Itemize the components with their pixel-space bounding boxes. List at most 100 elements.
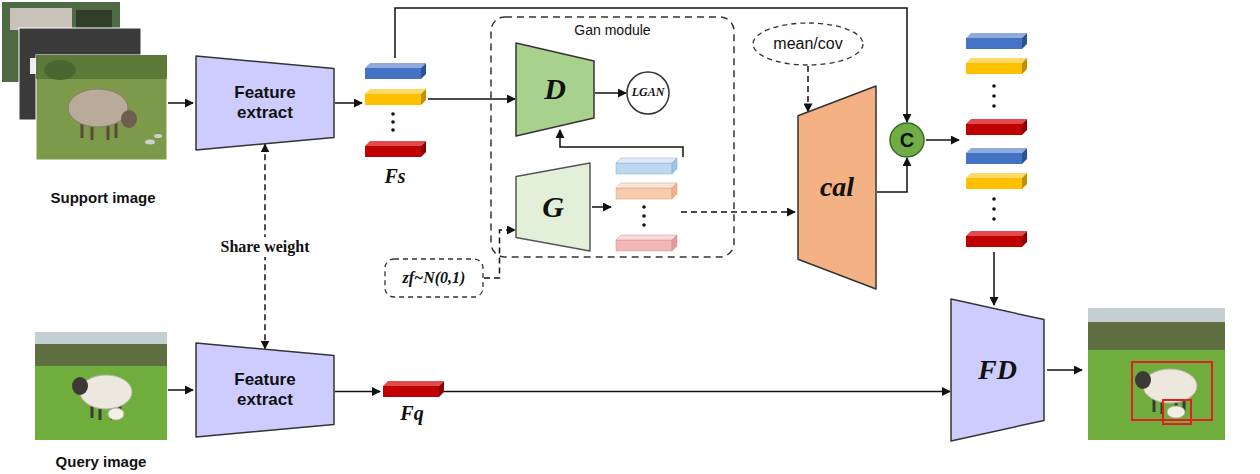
detector: FD	[950, 298, 1045, 442]
bar-top	[365, 141, 426, 146]
bar-side	[672, 158, 677, 174]
ellipsis-dot	[642, 205, 646, 209]
bar-top	[966, 33, 1027, 38]
dashed-connector	[484, 230, 515, 278]
bar-top	[383, 381, 444, 386]
bar-top	[616, 183, 677, 188]
generator: G	[515, 162, 591, 252]
photo-building	[10, 8, 72, 30]
bar-front	[365, 68, 421, 79]
trapezoid-outline	[516, 163, 590, 251]
edge-label-holder: Share weight	[217, 237, 312, 257]
bar-front	[383, 386, 439, 397]
detection-box	[1163, 400, 1191, 424]
bar-front	[616, 163, 672, 174]
photo-sky	[35, 332, 167, 344]
bar-top	[966, 148, 1027, 153]
input-arrow	[168, 389, 193, 391]
connector-arrow	[428, 98, 515, 100]
photo-sky	[1088, 308, 1225, 322]
fake-feature-arrow	[560, 130, 683, 157]
connector-arrow	[444, 391, 950, 393]
caption-holder: Support image	[50, 189, 155, 206]
discriminator: D	[515, 42, 595, 137]
bar-front	[616, 240, 672, 251]
sheep-body	[68, 89, 128, 127]
circle-outline	[627, 72, 669, 114]
loss-circle: LGAN	[626, 71, 670, 115]
node-label: Fs	[384, 165, 405, 188]
bar-front	[616, 188, 672, 199]
sheep-body	[1143, 369, 1197, 403]
node-label: zf~N(0,1)	[403, 269, 466, 287]
dashed-ellipse-outline	[753, 23, 863, 65]
bar-top	[616, 158, 677, 163]
bar-side	[421, 89, 426, 105]
statistics-ellipse: mean/cov	[752, 22, 864, 66]
bar-front	[966, 38, 1022, 49]
ellipsis-dot	[642, 223, 646, 227]
concat-feature-bar	[966, 58, 1027, 74]
ellipsis-dot	[391, 112, 395, 116]
node-label: Fq	[400, 402, 423, 425]
node-label: C	[900, 129, 914, 152]
sheep-head	[72, 377, 88, 395]
photo-ground	[1088, 308, 1225, 440]
bar-top	[966, 173, 1027, 178]
connector-arrow	[335, 102, 362, 104]
photo-hedge	[36, 55, 167, 79]
image-caption: Query image	[56, 453, 147, 470]
trapezoid-outline	[951, 299, 1044, 441]
query-photo	[35, 332, 167, 440]
generated-feature-bar	[616, 183, 677, 199]
fake-feature-dashed-arrow	[681, 211, 795, 213]
bar-side	[1022, 119, 1027, 135]
ellipsis-dot	[992, 104, 996, 108]
lamb-body	[108, 408, 124, 420]
edge-label: Share weight	[217, 237, 312, 257]
detection-output-arrow	[1047, 369, 1082, 371]
bar-top	[966, 231, 1027, 236]
node-label: cal	[820, 171, 854, 203]
photo-stone	[154, 134, 162, 138]
sheep-head	[121, 110, 137, 128]
node-label: Feature extract	[215, 370, 315, 409]
bar-side	[672, 235, 677, 251]
generated-feature-bar	[616, 158, 677, 174]
node-label: mean/cov	[773, 35, 842, 53]
ellipsis-dot	[642, 214, 646, 218]
node-label: LGAN	[632, 86, 665, 100]
node-label: Feature extract	[215, 83, 315, 122]
bar-front	[966, 236, 1022, 247]
photo-ground	[36, 55, 167, 160]
calibration-module: cal	[797, 85, 877, 290]
concat-output-arrow	[926, 139, 959, 141]
photo-ground	[35, 332, 167, 440]
bar-side	[439, 381, 444, 397]
bar-side	[421, 63, 426, 79]
feature-bars	[383, 381, 444, 397]
trapezoid-outline	[798, 86, 876, 289]
node-label: Gan module	[574, 22, 650, 38]
bar-side	[672, 183, 677, 199]
photo-bush	[44, 60, 76, 80]
concat-feature-bar	[966, 231, 1027, 247]
input-arrow	[168, 102, 193, 104]
trapezoid-outline	[196, 343, 334, 437]
ellipsis-dot	[992, 197, 996, 201]
bar-front	[365, 146, 421, 157]
concat-feature-bar	[966, 33, 1027, 49]
generated-feature-bar	[616, 235, 677, 251]
bar-front	[966, 124, 1022, 135]
feature-extractor: Feature extract	[195, 55, 335, 151]
circle-outline	[890, 123, 924, 157]
connector-arrow	[335, 391, 380, 393]
sheep-body	[80, 375, 132, 409]
bar-side	[1022, 231, 1027, 247]
photo-hedge	[35, 344, 167, 366]
dashed-connector	[807, 66, 809, 112]
image-caption: Support image	[50, 189, 155, 206]
caption-holder: Query image	[56, 453, 147, 470]
bar-top	[966, 119, 1027, 124]
